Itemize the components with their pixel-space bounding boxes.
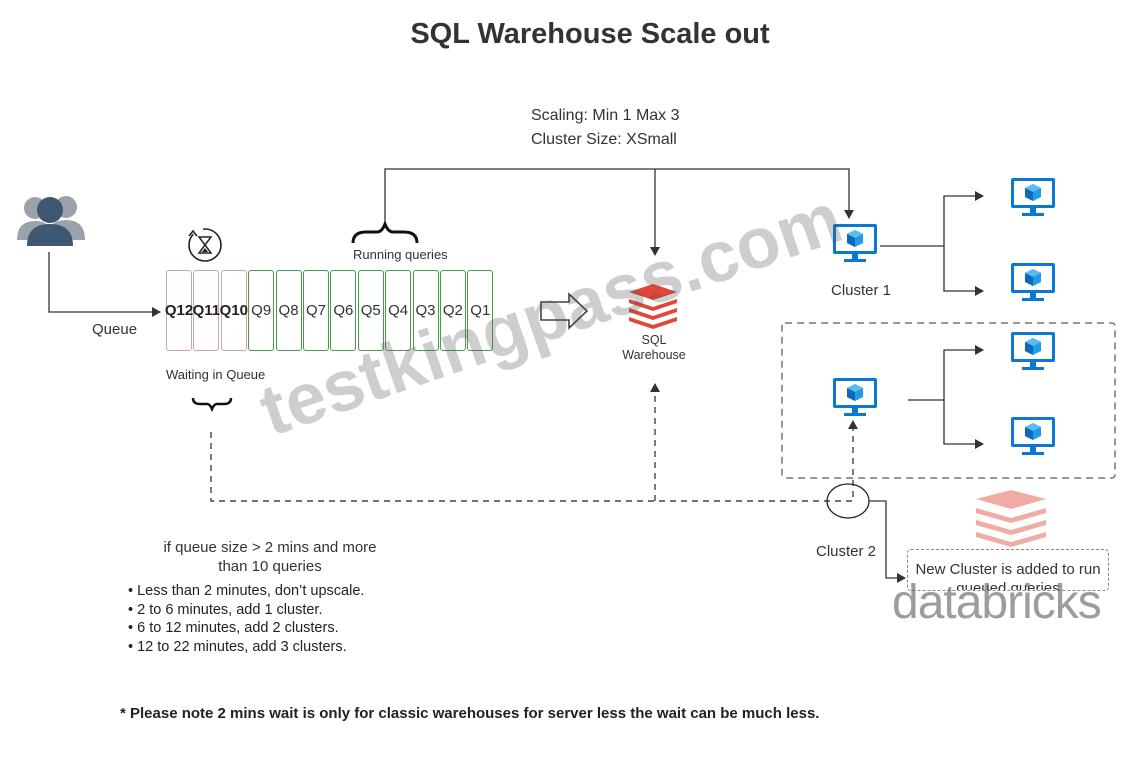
query-cell: Q12: [165, 270, 193, 351]
query-cell: Q4: [385, 270, 412, 351]
scaling-rules-list: • Less than 2 minutes, don’t upscale. • …: [128, 582, 364, 656]
users-icon: [17, 196, 85, 246]
databricks-logo-icon: [976, 490, 1046, 547]
cluster2-box: [781, 322, 1116, 479]
sql-warehouse-label-line2: Warehouse: [622, 348, 686, 362]
scaling-min-max: Scaling: Min 1 Max 3: [531, 107, 680, 124]
sql-warehouse-label: SQL Warehouse: [610, 333, 698, 363]
query-cell: Q10: [220, 270, 248, 351]
scale-condition-line1: if queue size > 2 mins and more: [163, 539, 377, 556]
cluster2-branch-bottom: [943, 400, 984, 449]
query-cell: Q1: [467, 270, 494, 351]
running-queries-label: Running queries: [353, 247, 448, 262]
cluster1-worker1-monitor-icon: [1011, 178, 1055, 216]
cluster2-worker1-monitor-icon: [1011, 332, 1055, 370]
hourglass-timer-icon: [188, 227, 222, 262]
sql-warehouse-label-line1: SQL: [641, 333, 667, 347]
cluster1-branch-bottom: [943, 246, 984, 296]
databricks-stack-icon: [629, 284, 677, 329]
scaling-rule: • 12 to 22 minutes, add 3 clusters.: [128, 638, 347, 655]
scaling-info: Scaling: Min 1 Max 3 Cluster Size: XSmal…: [531, 104, 680, 152]
page-title: SQL Warehouse Scale out: [410, 18, 770, 50]
query-cell: Q11: [193, 270, 220, 351]
cluster-size: Cluster Size: XSmall: [531, 131, 677, 148]
scaling-connector: [384, 168, 854, 222]
footnote: * Please note 2 mins wait is only for cl…: [120, 705, 820, 722]
user-to-queue-arrow: [48, 252, 161, 317]
query-cell: Q7: [302, 270, 329, 351]
waiting-in-queue-label: Waiting in Queue: [166, 367, 266, 382]
query-cell: Q6: [330, 270, 357, 351]
cluster1-worker2-monitor-icon: [1011, 263, 1055, 301]
databricks-watermark: databricks: [892, 576, 1102, 629]
waiting-queue-brace: [191, 397, 233, 413]
new-cluster-note: New Cluster is added to run queued queri…: [907, 549, 1109, 591]
query-cell: Q3: [412, 270, 439, 351]
queue-label: Queue: [92, 321, 138, 338]
cluster1-branch-top: [943, 191, 984, 246]
scale-condition-line2: than 10 queries: [218, 558, 322, 575]
scaling-rule: • 6 to 12 minutes, add 2 clusters.: [128, 620, 339, 636]
query-cell: Q2: [439, 270, 466, 351]
query-cell: Q8: [275, 270, 302, 351]
scaling-rule: • 2 to 6 minutes, add 1 cluster.: [128, 601, 323, 618]
cluster2-branch-top: [943, 345, 984, 400]
scaling-rule: • Less than 2 minutes, don’t upscale.: [128, 583, 365, 599]
queue-to-warehouse-arrow: [540, 292, 589, 330]
query-cell: Q5: [357, 270, 384, 351]
cluster2-worker2-monitor-icon: [1011, 417, 1055, 455]
cluster2-monitor-icon: [833, 378, 877, 416]
cluster2-label: Cluster 2: [816, 543, 877, 560]
new-cluster-arrow: [869, 500, 906, 583]
scale-condition: if queue size > 2 mins and more than 10 …: [130, 538, 410, 576]
query-cell: Q9: [248, 270, 275, 351]
scale-out-dashed-path: [210, 420, 858, 502]
running-queries-brace: [351, 219, 419, 244]
cluster1-label: Cluster 1: [831, 282, 892, 299]
